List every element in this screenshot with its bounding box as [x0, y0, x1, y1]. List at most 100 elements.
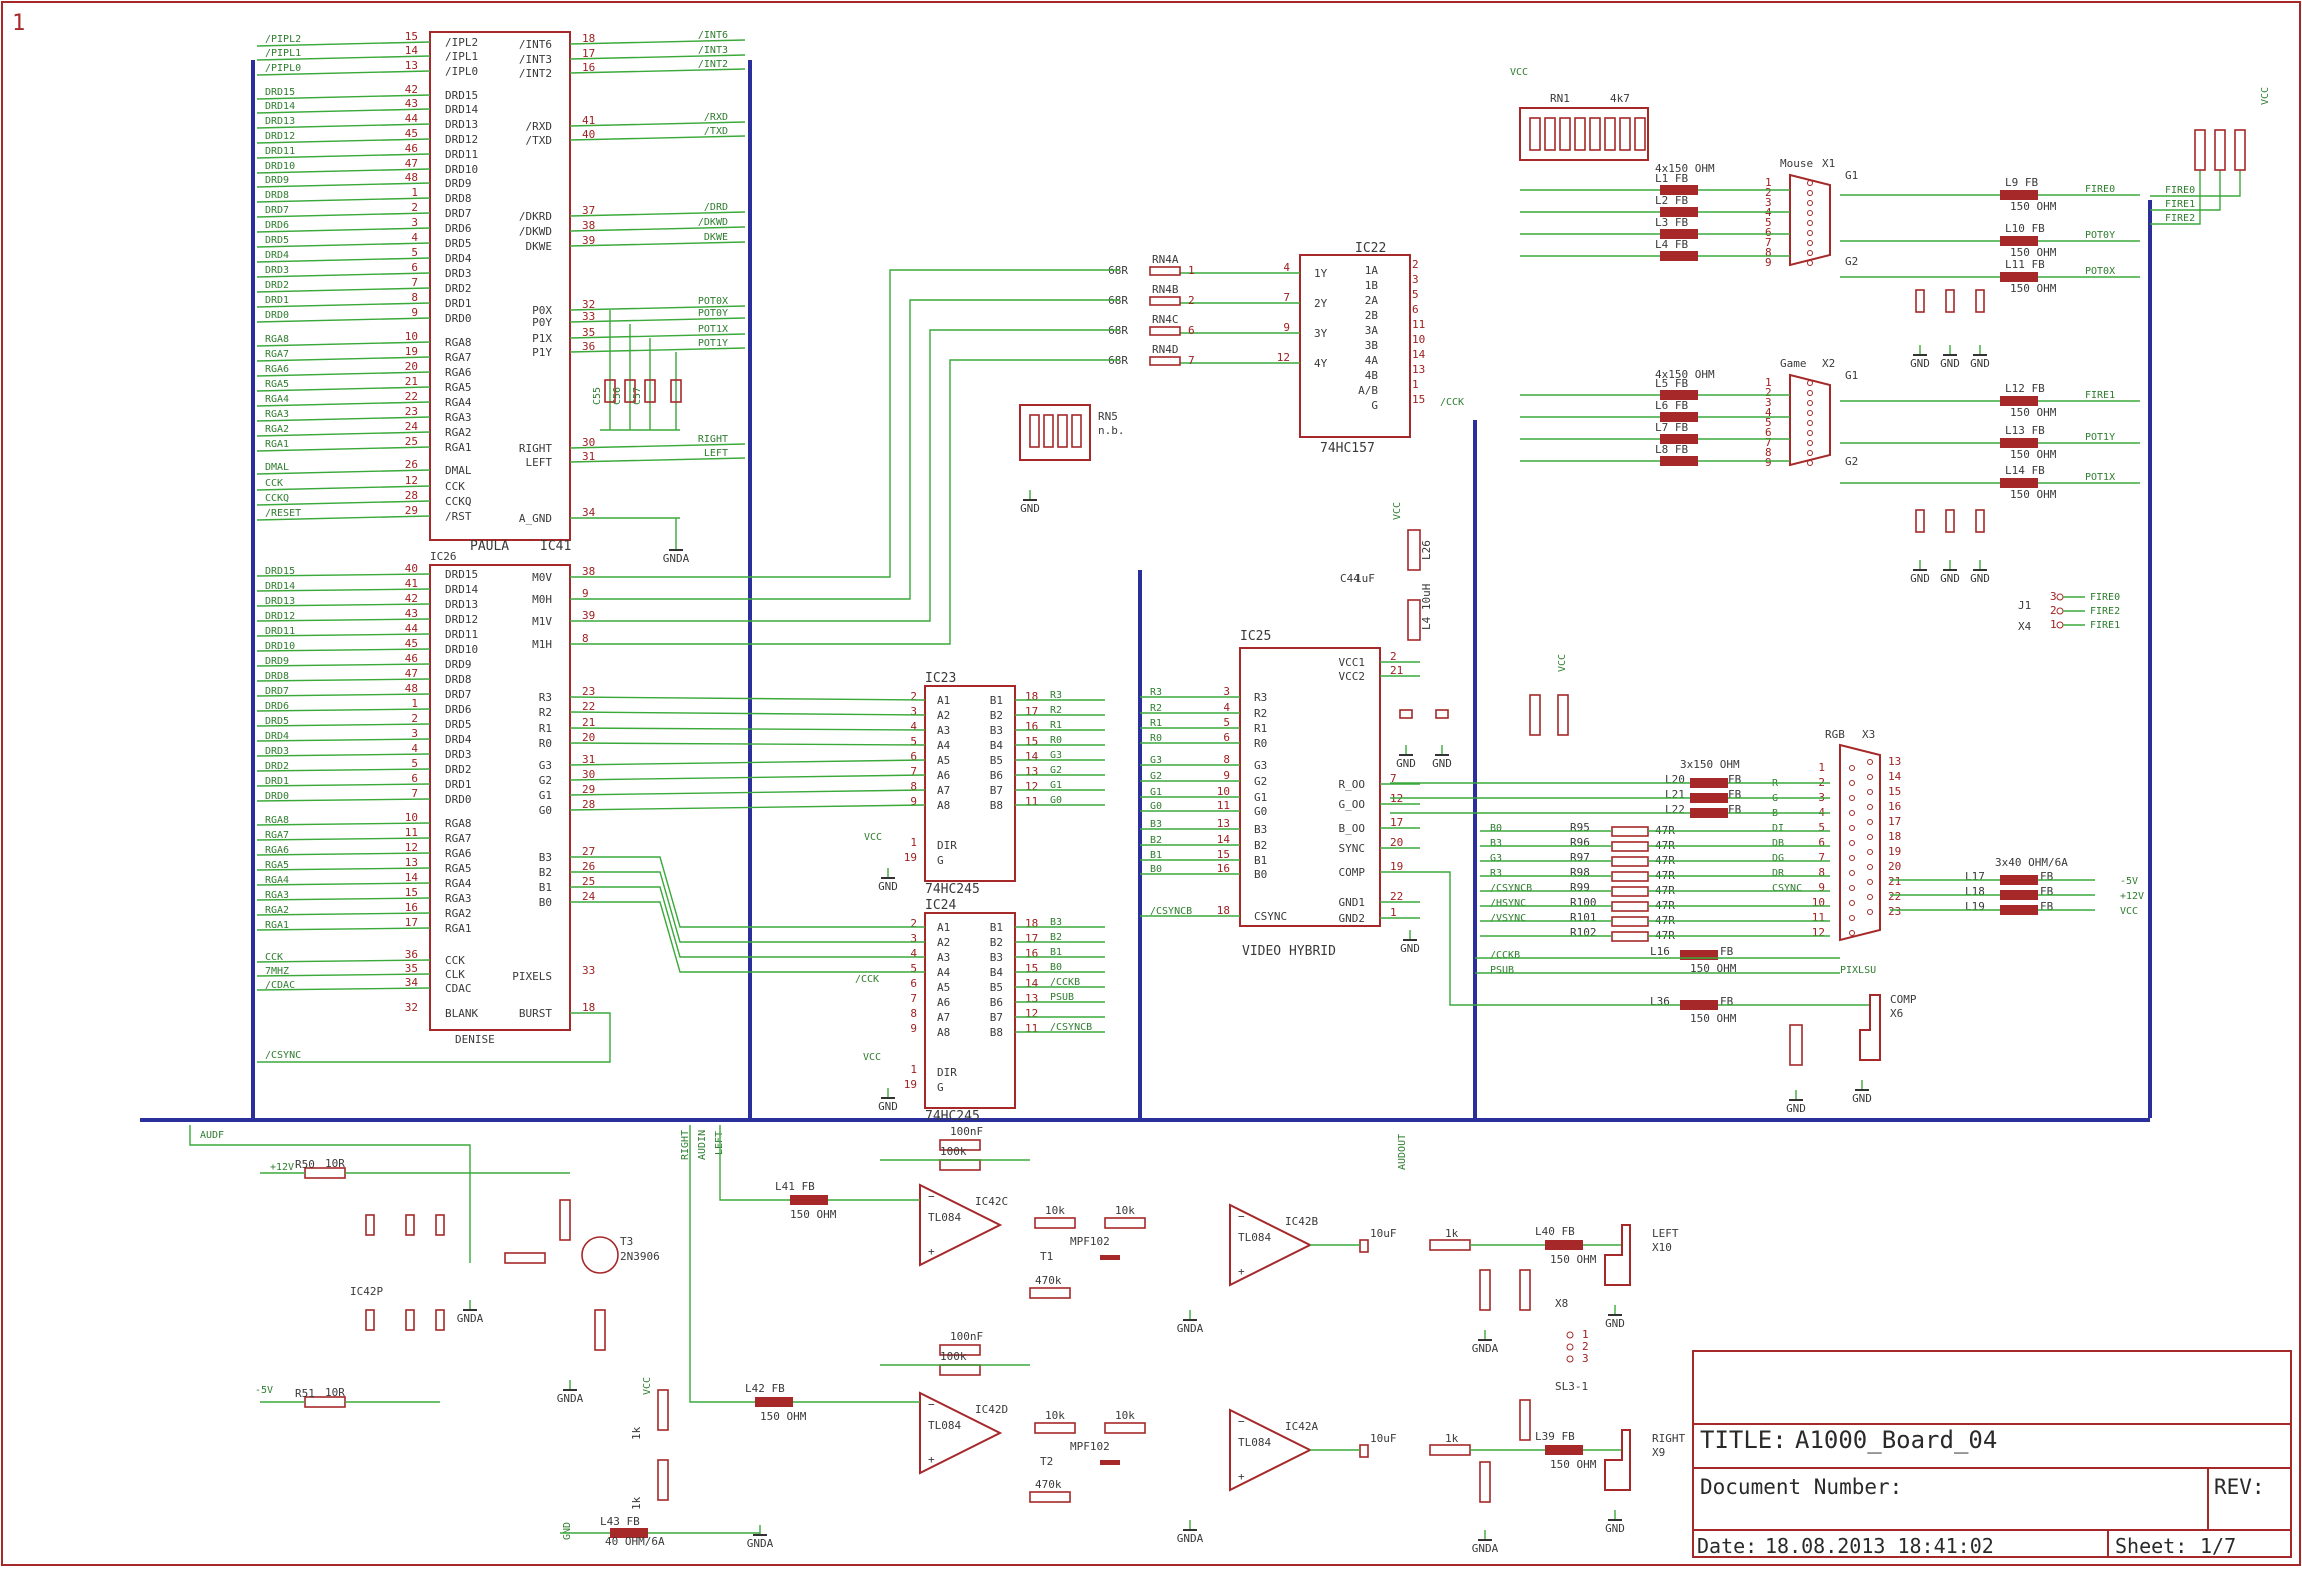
ic22-right-num: 15 — [1412, 393, 1425, 406]
ic25-left-num: 6 — [1223, 731, 1230, 744]
ic25-right-pin: GND1 — [1339, 896, 1366, 909]
ic23-b-pin: B5 — [990, 754, 1003, 767]
paula-left-net: DRD14 — [265, 101, 295, 112]
paula-net-wire — [256, 70, 431, 76]
denise-right-pin-name: R0 — [539, 737, 552, 750]
feedback-c-value: 100nF — [950, 1125, 983, 1138]
ic42b-plus: + — [1238, 1265, 1245, 1278]
pot-ferrite-ref: L10 FB — [2005, 222, 2045, 235]
fire-net: FIRE0 — [2165, 185, 2195, 196]
supply-capacitor — [365, 1214, 375, 1236]
paula-right-wire — [569, 135, 746, 141]
paula-net-wire — [256, 401, 431, 407]
ic24-b-pin: B6 — [990, 996, 1003, 1009]
paula-left-pin: 6 — [411, 261, 418, 274]
paula-left-pin: 46 — [405, 142, 418, 155]
pot-ferrite-value: 150 OHM — [2010, 200, 2057, 213]
paula-left-pin: 12 — [405, 474, 418, 487]
ic25-left-net: B1 — [1150, 850, 1162, 861]
right-output-resistor — [1429, 1444, 1471, 1456]
ic25-left-net: G0 — [1150, 801, 1162, 812]
rgb-resistor-ref: R97 — [1570, 851, 1590, 864]
ic23-b-pin: B3 — [990, 724, 1003, 737]
pot-net: POT1X — [2085, 472, 2115, 483]
paula-right-pin-name: A_GND — [519, 512, 552, 525]
denise-left-pin-name: DRD9 — [445, 658, 472, 671]
denise-left-pin: 11 — [405, 826, 418, 839]
game-port-pin: 4 — [1765, 406, 1772, 419]
paula-right-pin-name: P0Y — [532, 316, 552, 329]
ic23-b-num: 14 — [1025, 750, 1039, 763]
ic42a-ref: IC42A — [1285, 1420, 1318, 1433]
comp-name: COMP — [1890, 993, 1917, 1006]
left-ferrite-ref: L40 FB — [1535, 1225, 1575, 1238]
ic25-type: VIDEO HYBRID — [1242, 944, 1336, 959]
rgb-resistor — [1611, 901, 1649, 912]
ic22-left-pin: 2Y — [1314, 297, 1328, 310]
rgb-pin-hole — [1849, 840, 1855, 846]
pot-cap-label: C56 — [612, 387, 623, 405]
denise-to-ic24-wire — [570, 871, 925, 943]
pot-ferrite-ref: L11 FB — [2005, 258, 2045, 271]
ic42d-ref: IC42D — [975, 1403, 1008, 1416]
ic25-right-num: 22 — [1390, 890, 1403, 903]
ic42c-plus: + — [928, 1245, 935, 1258]
ic23-b-num: 12 — [1025, 780, 1038, 793]
l42-value: 150 OHM — [760, 1410, 807, 1423]
rgb-power-ferrite — [2000, 890, 2038, 900]
t3-ref: T3 — [620, 1235, 633, 1248]
paula-left-pin: 24 — [405, 420, 419, 433]
denise-right-pin-name: B3 — [539, 851, 552, 864]
paula-right-pin-name: P0X — [532, 304, 552, 317]
l41-value: 150 OHM — [790, 1208, 837, 1221]
ic23-b-num: 11 — [1025, 795, 1038, 808]
paula-left-net: DRD7 — [265, 205, 289, 216]
rn4-pin: 1 — [1188, 264, 1195, 277]
game-port-pin: 7 — [1765, 436, 1772, 449]
denise-left-net: RGA2 — [265, 905, 289, 916]
ic22-right-num: 2 — [1412, 258, 1419, 271]
rgb-power-ferrite — [2000, 905, 2038, 915]
series-resistor — [1104, 1422, 1146, 1434]
l36-value: 150 OHM — [1690, 1012, 1737, 1025]
denise-right-pin: 24 — [582, 890, 596, 903]
ground-label: GNDA — [663, 552, 690, 565]
denise-left-pin-name: RGA5 — [445, 862, 472, 875]
paula-left-pin-name: DMAL — [445, 464, 472, 477]
paula-left-pin-name: DRD8 — [445, 192, 472, 205]
rn5-resistor — [1071, 414, 1082, 448]
denise-right-pin-name: R2 — [539, 706, 552, 719]
paula-right-wire — [569, 347, 746, 353]
denise-right-pin: 23 — [582, 685, 595, 698]
rgb-net: /HSYNC — [1490, 898, 1526, 909]
ic25-left-pin: R0 — [1254, 737, 1267, 750]
paula-left-net: RGA6 — [265, 364, 289, 375]
ic25-left-pin: G2 — [1254, 775, 1267, 788]
paula-left-pin-name: DRD10 — [445, 163, 478, 176]
ferrite-label-2: 4x150 OHM — [1655, 368, 1715, 381]
denise-net-wire — [256, 783, 431, 787]
denise-left-pin-name: RGA7 — [445, 832, 472, 845]
ic25-left-net: R1 — [1150, 718, 1162, 729]
ic25-left-num: 8 — [1223, 753, 1230, 766]
paula-net-wire — [256, 515, 431, 521]
ic25-left-net: G3 — [1150, 755, 1162, 766]
l43-ferrite — [610, 1528, 648, 1538]
bias-resistor-value: 470k — [1035, 1274, 1062, 1287]
rn1-value: 4k7 — [1610, 92, 1630, 105]
denise-chip — [429, 564, 571, 1031]
rgb-left-net: DB — [1772, 838, 1784, 849]
ic23-a-num: 8 — [910, 780, 917, 793]
ic25-left-net: G1 — [1150, 787, 1162, 798]
audio-right-label: RIGHT — [680, 1130, 691, 1160]
x8-pin: 3 — [1582, 1352, 1589, 1365]
denise-left-pin: 34 — [405, 976, 419, 989]
mouse-counter-wire — [570, 329, 1120, 622]
denise-left-net: DRD3 — [265, 746, 289, 757]
ic23-a-num: 3 — [910, 705, 917, 718]
paula-right-pin-name: /DKRD — [519, 210, 552, 223]
denise-to-ic24-wire — [570, 886, 925, 958]
ground-label: GNDA — [1177, 1322, 1204, 1335]
ic25-left-net: B0 — [1150, 864, 1162, 875]
joystick-ferrite — [1660, 390, 1698, 400]
